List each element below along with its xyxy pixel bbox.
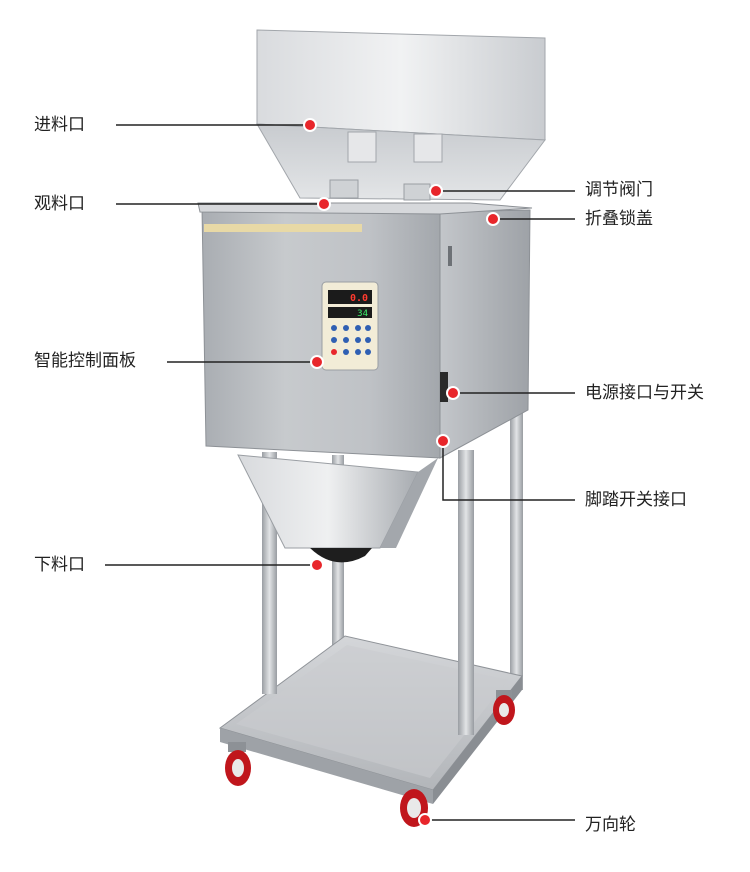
control-panel-graphic — [321, 281, 379, 371]
label-adjust-valve: 调节阀门 — [585, 180, 653, 199]
label-view-port: 观料口 — [34, 194, 85, 213]
callout-markers — [303, 118, 500, 827]
panel-display-top: 0.0 — [350, 293, 368, 304]
label-feed-inlet: 进料口 — [34, 115, 85, 134]
label-caster-wheels: 万向轮 — [585, 815, 636, 834]
rear-leg-right — [510, 410, 523, 690]
label-fold-lock-cover: 折叠锁盖 — [585, 209, 653, 228]
label-power-socket-switch: 电源接口与开关 — [585, 383, 704, 402]
front-leg-right — [458, 450, 474, 735]
main-cabinet — [197, 202, 533, 459]
feed-hopper — [256, 29, 546, 201]
leader-lines — [105, 124, 575, 821]
label-discharge-outlet: 下料口 — [34, 555, 85, 574]
label-control-panel: 智能控制面板 — [34, 351, 136, 370]
panel-display-bottom: 34 — [357, 309, 368, 319]
discharge-funnel — [237, 454, 438, 563]
label-foot-pedal-socket: 脚踏开关接口 — [585, 490, 687, 509]
